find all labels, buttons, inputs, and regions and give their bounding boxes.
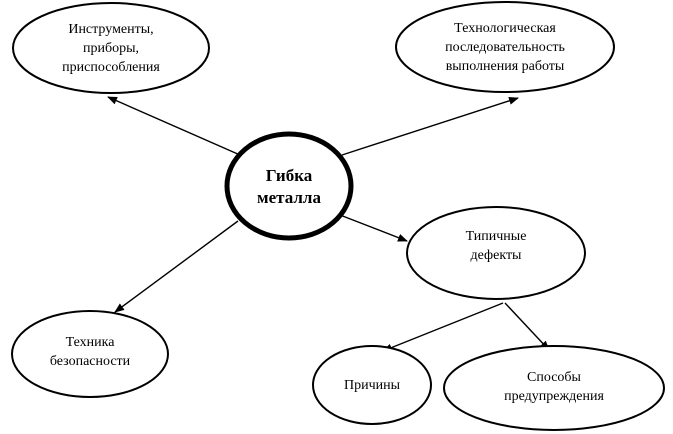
node-safety-line2: безопасности [50, 354, 131, 369]
node-causes-line1: Причины [344, 378, 401, 393]
node-center: Гибка металла [224, 131, 354, 241]
node-prevention: Способы предупреждения [443, 345, 665, 431]
node-sequence: Технологическая последовательность выпол… [395, 1, 615, 93]
node-defects-line1: Типичные [466, 229, 527, 244]
arrow-to-prevention [504, 302, 550, 351]
node-tools-line1: Инструменты, [68, 22, 153, 37]
node-tools: Инструменты, приборы, приспособления [12, 2, 210, 94]
node-sequence-line2: последовательность [445, 40, 565, 55]
arrow-to-sequence [341, 96, 519, 156]
arrow-to-tools [107, 96, 241, 156]
node-prevention-line2: предупреждения [504, 389, 604, 404]
node-tools-line3: приспособления [62, 60, 160, 75]
node-prevention-line1: Способы [527, 370, 582, 385]
node-defects-line2: дефекты [471, 248, 523, 263]
node-causes: Причины [312, 345, 432, 425]
node-defects: Типичные дефекты [406, 206, 586, 300]
center-line1: Гибка [266, 166, 313, 185]
node-safety: Техника безопасности [11, 310, 169, 398]
node-sequence-line3: выполнения работы [446, 59, 565, 74]
center-line2: металла [257, 188, 321, 207]
arrow-to-causes [382, 302, 504, 352]
node-tools-line2: приборы, [83, 41, 139, 56]
node-safety-line1: Техника [66, 335, 116, 350]
arrow-to-safety [114, 220, 239, 313]
node-sequence-line1: Технологическая [454, 21, 556, 36]
connectors [107, 96, 550, 352]
arrow-to-defects [339, 214, 408, 242]
